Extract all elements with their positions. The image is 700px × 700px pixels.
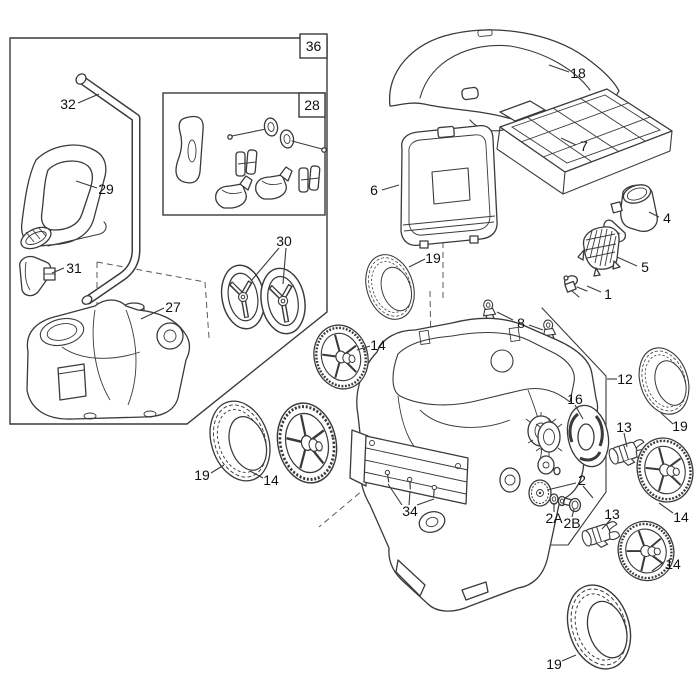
part-31-pad-clip	[19, 255, 56, 297]
part-chassis-body	[349, 317, 599, 612]
part-5-intake-screen	[577, 226, 621, 277]
callout-28: 28	[304, 97, 320, 113]
callout-2A: 2A	[545, 510, 563, 526]
group-box-28-outline	[162, 92, 326, 216]
callout-2B: 2B	[563, 515, 580, 531]
part-14-wheel-bottom-left	[268, 396, 346, 490]
callout-8: 8	[517, 315, 525, 331]
callout-14-right-lower: 14	[665, 556, 681, 572]
callout-1: 1	[604, 286, 612, 302]
part-2-drive-hardware	[528, 479, 582, 513]
callout-19-bottom: 19	[546, 656, 562, 672]
callout-14-left: 14	[370, 337, 386, 353]
callout-19-right: 19	[672, 418, 688, 434]
callout-18: 18	[570, 65, 586, 81]
group-box-36-outline	[9, 37, 328, 425]
part-30-hub-wheels	[217, 262, 310, 337]
part-7-filter-basket	[496, 88, 673, 195]
callout-2: 2	[578, 472, 586, 488]
part-6-filter-panel	[400, 124, 498, 249]
callout-30: 30	[276, 233, 292, 249]
callout-7: 7	[580, 138, 588, 154]
part-19-tire-bottom	[556, 576, 642, 678]
callout-13-lower: 13	[604, 506, 620, 522]
callout-12: 12	[617, 371, 633, 387]
callout-27: 27	[165, 299, 181, 315]
part-16-impeller-plate	[535, 404, 610, 468]
callout-32: 32	[60, 96, 76, 112]
part-32-handle-tube	[75, 73, 141, 305]
callout-34: 34	[402, 503, 418, 519]
callout-19-bottom-left: 19	[194, 467, 210, 483]
callout-14-bottom-left: 14	[263, 472, 279, 488]
part-14-wheel-right-lower	[608, 512, 684, 590]
callout-6: 6	[370, 182, 378, 198]
callout-13-upper: 13	[616, 419, 632, 435]
part-27-body-float	[26, 299, 191, 420]
part-13-coupler-lower	[579, 519, 623, 553]
callout-16: 16	[567, 391, 583, 407]
part-1-fitting	[563, 275, 588, 298]
label-box-28	[298, 92, 326, 118]
part-19-tire-top	[357, 247, 423, 327]
callout-labels: 36 28 32 29 31 27 30 18 7 6 4 5 1 19 8 1…	[60, 33, 689, 672]
callout-36: 36	[306, 38, 322, 54]
label-box-36	[299, 33, 328, 59]
callout-14-right-upper: 14	[673, 509, 689, 525]
callout-5: 5	[641, 259, 649, 275]
callout-4: 4	[663, 210, 671, 226]
callout-19-top: 19	[425, 250, 441, 266]
part-29-caddy-bracket	[20, 144, 107, 250]
group-28-hardware-kit	[175, 115, 327, 209]
callout-31: 31	[66, 260, 82, 276]
part-19-tire-right	[630, 340, 698, 422]
callout-29: 29	[98, 181, 114, 197]
leader-lines	[51, 64, 674, 662]
